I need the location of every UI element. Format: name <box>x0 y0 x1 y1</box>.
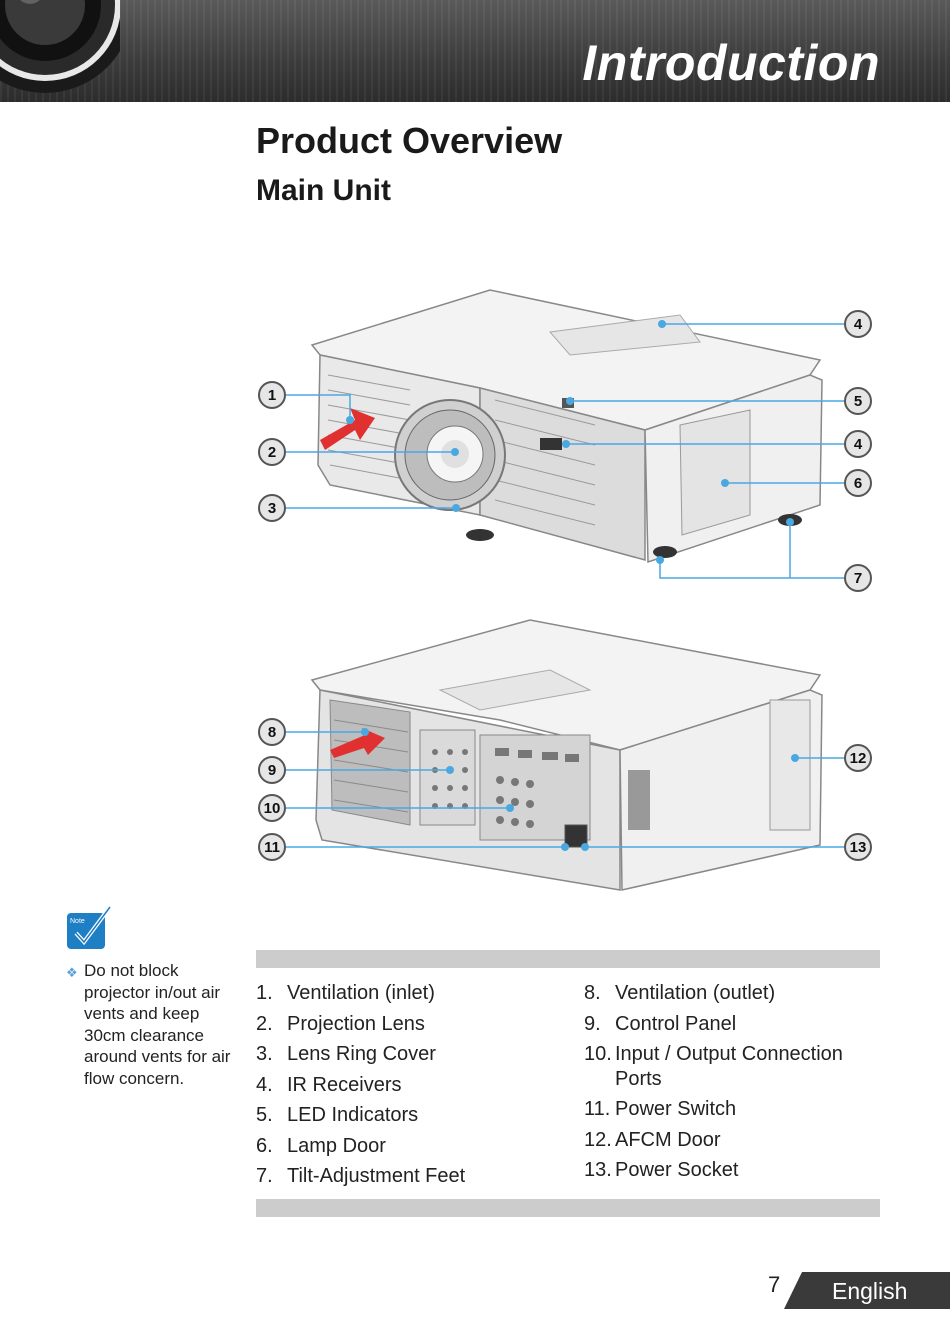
callout-3: 3 <box>258 494 286 522</box>
item-number: 1. <box>256 982 273 1004</box>
callout-11: 11 <box>258 833 286 861</box>
item-number: 3. <box>256 1043 273 1065</box>
item-number: 8. <box>584 982 601 1004</box>
list-item: 5. LED Indicators <box>256 1100 556 1131</box>
item-label: LED Indicators <box>287 1104 419 1126</box>
item-label: Tilt-Adjustment Feet <box>287 1165 466 1187</box>
callout-1: 1 <box>258 381 286 409</box>
list-item: 7. Tilt-Adjustment Feet <box>256 1161 556 1192</box>
lens-decoration-icon <box>0 0 120 93</box>
callout-6: 6 <box>844 469 872 497</box>
item-number: 6. <box>256 1134 273 1157</box>
product-diagram: 1 2 3 4 5 4 6 7 8 9 10 11 12 13 <box>250 280 890 910</box>
note-body: Do not block projector in/out air vents … <box>84 961 231 1088</box>
note-icon: Note <box>67 905 112 949</box>
language-label: English <box>832 1278 908 1304</box>
item-number: 11. <box>584 1098 611 1120</box>
svg-text:Note: Note <box>70 918 85 925</box>
item-number: 9. <box>584 1012 601 1035</box>
bottom-divider-bar <box>256 1199 880 1217</box>
item-label: Projection Lens <box>287 1012 425 1035</box>
item-label: Control Panel <box>615 1012 737 1035</box>
section-title: Main Unit <box>256 174 391 207</box>
item-label: Lamp Door <box>287 1134 386 1157</box>
callout-7: 7 <box>844 564 872 592</box>
list-item: 10.Input / Output Connection Ports <box>584 1039 880 1094</box>
list-item: 13.Power Socket <box>584 1155 880 1186</box>
parts-list-right: 8. Ventilation (outlet) 9. Control Panel 1… <box>584 978 880 1186</box>
callout-2: 2 <box>258 438 286 466</box>
item-label: Input / Output Connection Ports <box>615 1043 843 1090</box>
callout-13: 13 <box>844 833 872 861</box>
item-label: Lens Ring Cover <box>287 1043 436 1065</box>
page-title: Product Overview <box>256 120 563 161</box>
list-item: 2. Projection Lens <box>256 1009 556 1040</box>
item-number: 7. <box>256 1165 273 1187</box>
item-number: 12. <box>584 1128 612 1151</box>
projector-front-view <box>286 289 844 891</box>
callout-10: 10 <box>258 794 286 822</box>
header-title: Introduction <box>582 35 880 91</box>
item-number: 10. <box>584 1043 612 1065</box>
callout-4a: 4 <box>844 310 872 338</box>
top-divider-bar <box>256 950 880 968</box>
item-label: Power Socket <box>615 1159 739 1181</box>
list-item: 4. IR Receivers <box>256 1070 556 1101</box>
list-item: 8. Ventilation (outlet) <box>584 978 880 1009</box>
parts-list-left: 1.Ventilation (inlet) 2.Projection Lens … <box>256 978 556 1192</box>
list-item: 3. Lens Ring Cover <box>256 1039 556 1070</box>
header-texture <box>0 0 950 102</box>
item-label: Power Switch <box>615 1098 737 1120</box>
page-number: 7 <box>768 1272 781 1297</box>
list-item: 1. Ventilation (inlet) <box>256 978 556 1009</box>
list-item: 11.Power Switch <box>584 1094 880 1125</box>
item-number: 4. <box>256 1073 273 1096</box>
item-number: 2. <box>256 1012 273 1035</box>
item-number: 5. <box>256 1104 273 1126</box>
list-item: 9. Control Panel <box>584 1009 880 1040</box>
item-label: Ventilation (inlet) <box>287 982 435 1004</box>
note-bullet-icon: ❖ <box>66 965 78 980</box>
note-text: ❖ Do not block projector in/out air vent… <box>66 960 231 1089</box>
list-item: 12.AFCM Door <box>584 1125 880 1156</box>
item-number: 13. <box>584 1159 612 1181</box>
list-item: 6. Lamp Door <box>256 1131 556 1162</box>
callout-8: 8 <box>258 718 286 746</box>
item-label: IR Receivers <box>287 1073 402 1096</box>
item-label: AFCM Door <box>615 1128 721 1151</box>
callout-5: 5 <box>844 387 872 415</box>
callout-4b: 4 <box>844 430 872 458</box>
header-banner: Introduction <box>0 0 950 102</box>
language-tab <box>780 1272 950 1309</box>
item-label: Ventilation (outlet) <box>615 982 776 1004</box>
callout-12: 12 <box>844 744 872 772</box>
callout-9: 9 <box>258 756 286 784</box>
